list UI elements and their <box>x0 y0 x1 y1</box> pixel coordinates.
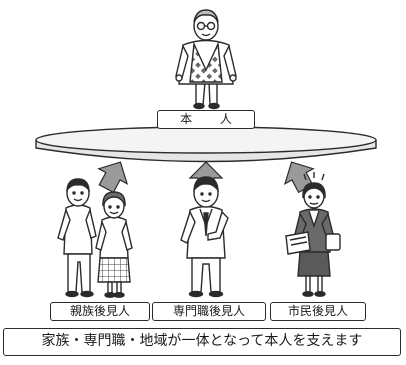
arrow-left <box>97 161 129 194</box>
elderly-person-figure <box>175 9 237 110</box>
citizen-guardian-figure <box>285 172 341 297</box>
person-label: 本 人 <box>157 110 255 129</box>
professional-guardian-figure <box>180 176 229 298</box>
professional-guardian-label: 専門職後見人 <box>152 302 266 321</box>
family-guardians-figure <box>57 178 133 298</box>
caption: 家族・専門職・地域が一体となって本人を支えます <box>3 328 401 356</box>
citizen-guardian-label: 市民後見人 <box>270 302 366 321</box>
support-platform <box>35 126 377 163</box>
family-guardian-label: 親族後見人 <box>50 302 150 321</box>
